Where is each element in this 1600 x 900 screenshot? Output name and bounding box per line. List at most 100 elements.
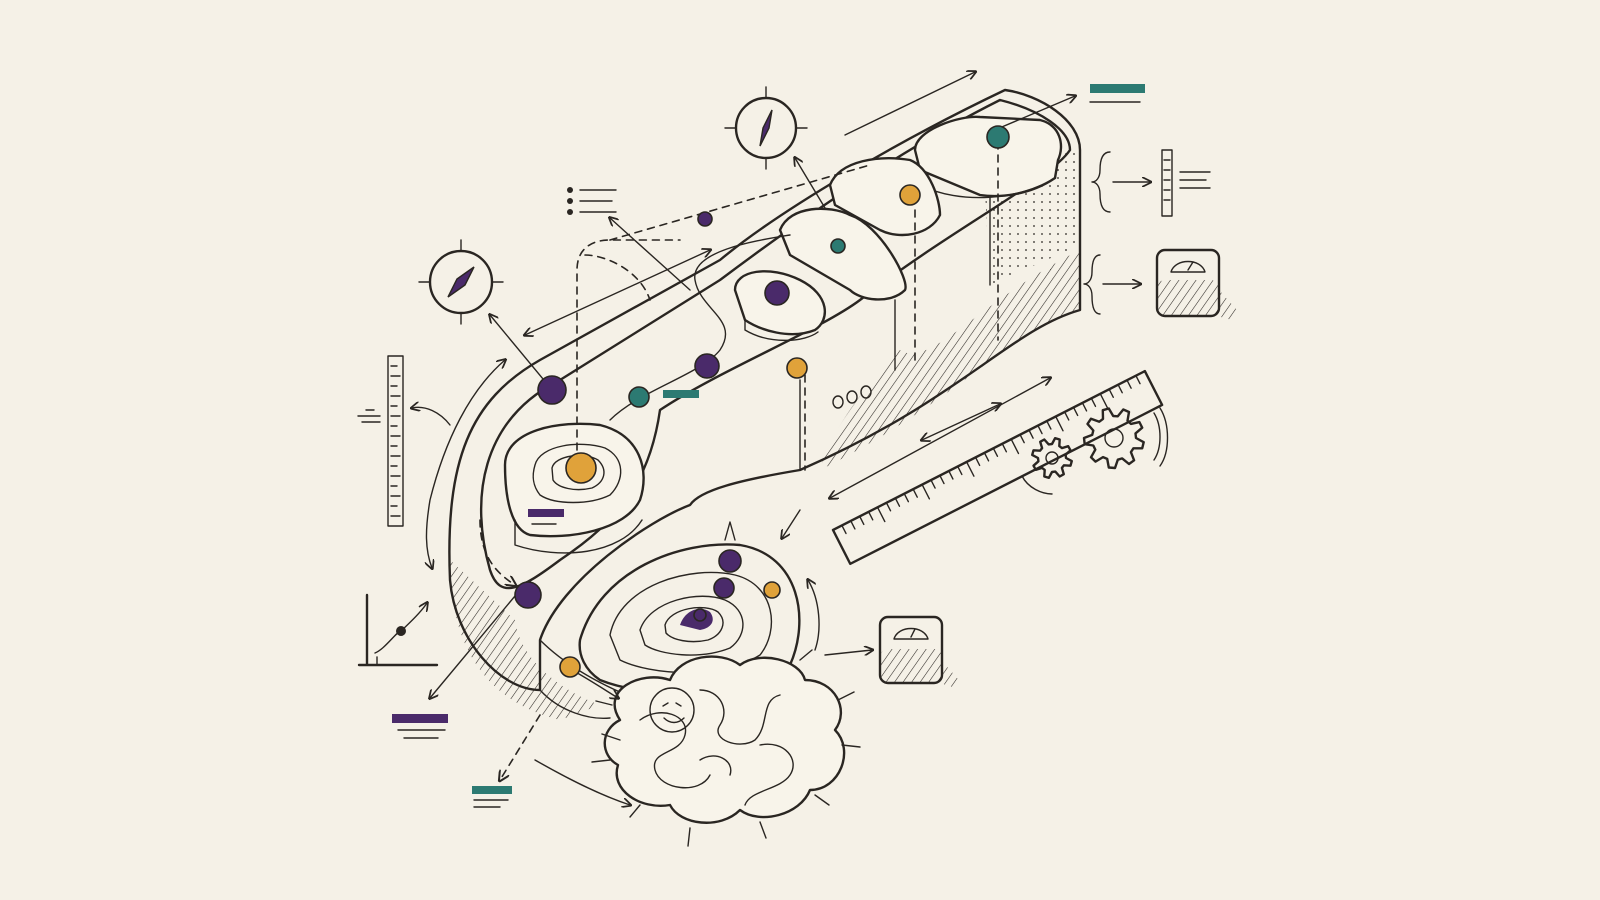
dashed-guide-pod (479, 519, 515, 585)
ruler-tick (1046, 420, 1052, 430)
ruler-tick (1117, 384, 1123, 394)
ruler-tick (1099, 393, 1109, 409)
winding-trail (609, 234, 791, 421)
pod-side (514, 519, 643, 554)
brain-folds (639, 689, 794, 806)
tag-bar-bottom (472, 786, 512, 794)
basin-ring-2 (639, 595, 744, 656)
dashed-guide-arc (584, 254, 651, 301)
ruler-tick (983, 452, 990, 462)
marker (565, 452, 597, 484)
arrow-left-arc (426, 360, 505, 568)
tag-bar-bottom-left (392, 714, 448, 723)
arrow-to-gauge (412, 407, 451, 426)
ruler-tick (841, 524, 847, 535)
ruler-tick (859, 515, 865, 526)
ruler-tick (894, 497, 901, 507)
brain-face-features (662, 702, 685, 724)
ruler-tick (1081, 402, 1088, 412)
marker (694, 353, 720, 379)
plateau-third (778, 207, 907, 301)
tag-bar-top (1090, 84, 1145, 93)
ruler-tick (885, 502, 892, 512)
stepped-plateaus (609, 115, 1063, 421)
slot-2 (846, 390, 858, 404)
brain-icon (591, 521, 861, 847)
marker (763, 581, 781, 599)
ruler-tick (992, 447, 999, 458)
marker (786, 357, 808, 379)
marker (764, 280, 790, 306)
brain-face (649, 687, 695, 733)
arrow-bottom-curve (534, 759, 630, 805)
arrow-to-bottom-left-tag (430, 589, 521, 698)
scale-icon (878, 615, 958, 687)
central-pod (503, 422, 645, 554)
ruler-tick (1028, 429, 1034, 439)
ruler-tick (903, 492, 910, 503)
ruler-tick (1001, 443, 1008, 453)
brace-lower (1083, 254, 1101, 315)
ruler-tick (1019, 433, 1025, 444)
arrow-to-compass-left (490, 315, 549, 386)
ruler-tick (1108, 388, 1114, 398)
ruler-tick (850, 520, 856, 530)
marker (713, 577, 735, 599)
gear-icon (1021, 437, 1073, 495)
marker (718, 549, 742, 573)
arrow-to-list (610, 218, 691, 291)
marker (559, 656, 581, 678)
dashed-arrow-bottom-tag (500, 714, 541, 780)
ruler-tick (867, 511, 874, 521)
ruler-tick (1072, 406, 1079, 417)
ruler-tick (965, 461, 975, 477)
arrow-to-scale-bottom (824, 650, 872, 655)
ruler-tick (1010, 438, 1020, 455)
arrow-basin-right-arc (808, 580, 820, 651)
ruler-tick (912, 488, 918, 498)
chart-icon (357, 593, 439, 667)
compass-icon (418, 239, 504, 325)
ruler-tick (876, 506, 886, 523)
arrow-double-diagonal (525, 250, 710, 335)
ruler-tick (1090, 397, 1097, 408)
ruler-tick (957, 465, 963, 476)
marker (697, 211, 713, 227)
basin-rim (578, 543, 801, 695)
ruler-tick (930, 479, 936, 489)
ruler-tick (921, 483, 931, 500)
gear-icon (1082, 407, 1169, 470)
marker (830, 238, 846, 254)
dashed-guide-top (609, 164, 871, 241)
arrow-to-top-tag (989, 96, 1075, 133)
ruler-tick (1126, 379, 1132, 389)
plateau-second (828, 157, 942, 237)
tag-bar-pod (528, 509, 564, 517)
slab-bottom-edge (539, 689, 611, 719)
ruler-tick (1037, 424, 1043, 435)
plateau-pad-side (744, 319, 819, 341)
scale-icon (1155, 248, 1237, 320)
brace-upper (1091, 151, 1111, 213)
list-icon (567, 187, 617, 215)
arrow-top-long (844, 72, 975, 136)
compass-icon (724, 86, 808, 170)
markers (514, 125, 1010, 678)
ruler-tick (1055, 415, 1064, 432)
brain-spikes (591, 521, 861, 847)
gauge-icon (1161, 149, 1211, 217)
marker (514, 581, 542, 609)
ruler-tick (1063, 411, 1070, 421)
tag-bar-mid (663, 390, 699, 398)
slab-outer-edge (448, 88, 1082, 692)
slot-1 (832, 395, 844, 409)
ruler-tick (1135, 374, 1141, 385)
ruler-tick (974, 456, 981, 467)
tag-bars (392, 84, 1145, 808)
slab-side-hatch (450, 560, 600, 720)
marker (986, 125, 1010, 149)
gauge-icon (357, 355, 404, 527)
plateau-top (913, 115, 1063, 198)
